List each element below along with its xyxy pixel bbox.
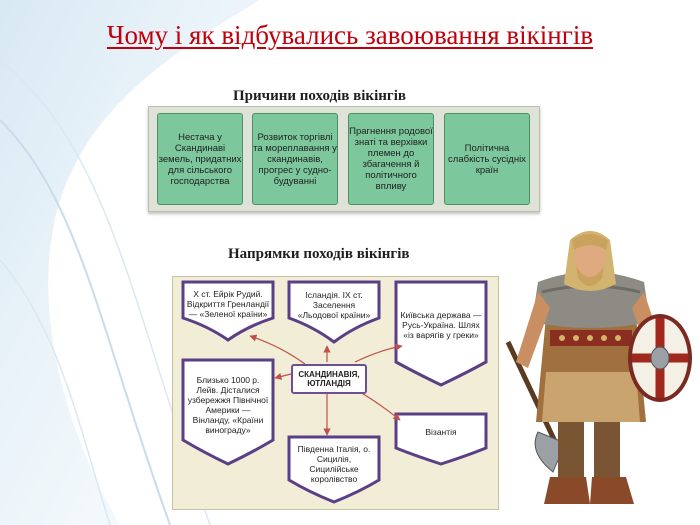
- center-scandinavia: СКАНДИНАВІЯ, ЮТЛАНДІЯ: [291, 364, 367, 394]
- shield-vinland: [181, 358, 275, 466]
- viking-warrior-illustration: [505, 231, 692, 504]
- direction-vinland: Близько 1000 р. Лейв. Дісталися узбережж…: [187, 375, 269, 435]
- shield-rus: [394, 280, 488, 387]
- shield-italy: [287, 435, 381, 504]
- causes-panel: Нестача у Скандинаві земель, придатних д…: [148, 106, 540, 212]
- arrow-to-vinland: [274, 372, 292, 380]
- directions-heading: Напрямки походів вікінгів: [228, 246, 410, 262]
- cause-box-trade: Розвиток торгівлі та мореплавання у скан…: [252, 113, 338, 205]
- direction-greenland: X ст. Ейрік Рудий. Відкриття Гренландії …: [186, 289, 270, 319]
- arrow-to-byzantium: [359, 391, 401, 421]
- shield-iceland: [287, 280, 381, 344]
- shield-greenland: [181, 280, 275, 342]
- cause-box-nobility: Прагнення родової знаті та верхівки плем…: [348, 113, 434, 205]
- arrow-to-greenland: [249, 334, 306, 365]
- cause-box-weakness: Політична слабкість сусідніх країн: [444, 113, 530, 205]
- direction-iceland: Ісландія. IX ст. Заселення «Льодової кра…: [297, 290, 371, 320]
- cause-box-land: Нестача у Скандинаві земель, придатних д…: [157, 113, 243, 205]
- arrow-to-rus: [354, 343, 403, 363]
- page-title: Чому і як відбувались завоювання вікінгі…: [106, 20, 594, 50]
- shield-byzantium: [394, 412, 488, 466]
- direction-rus: Київська держава — Русь-Україна. Шлях «і…: [400, 310, 482, 340]
- direction-byzantium: Візантія: [425, 427, 457, 437]
- causes-heading: Причини походів вікінгів: [233, 88, 406, 104]
- direction-italy: Південна Італія, о. Сицилія, Сицилійське…: [297, 444, 371, 484]
